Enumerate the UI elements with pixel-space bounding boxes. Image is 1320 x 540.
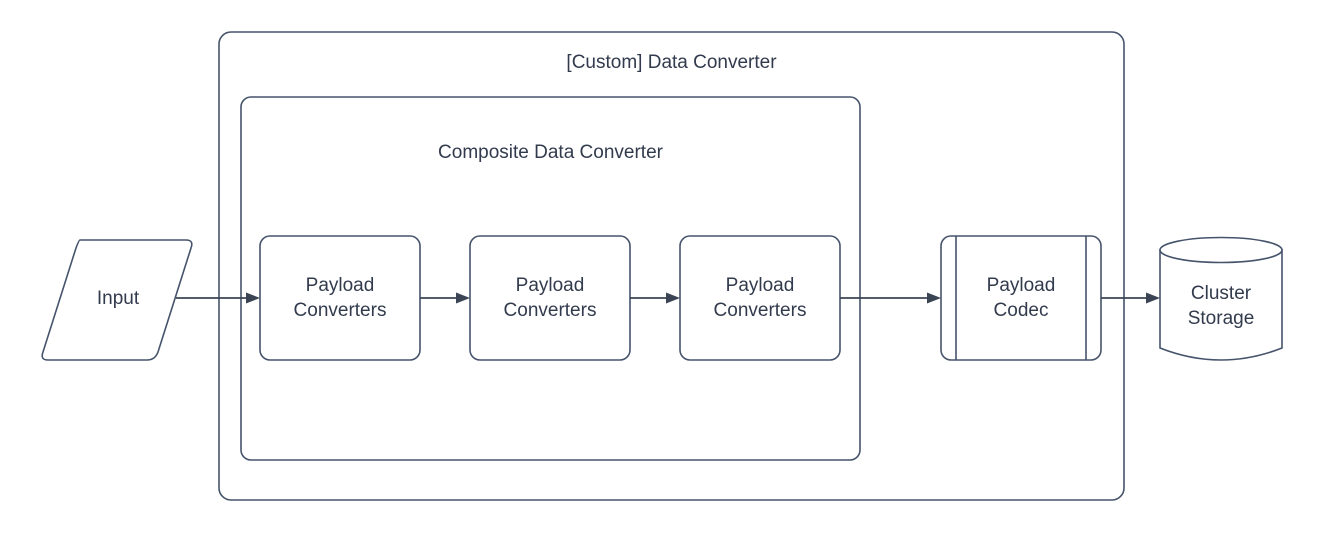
arrowhead-converter-1-to-converter-2 <box>456 292 470 304</box>
node-payload-converters-2-shape[interactable] <box>469 235 631 361</box>
node-payload-converters-3-shape[interactable] <box>679 235 841 361</box>
arrowhead-codec-to-storage <box>1146 292 1160 304</box>
arrowhead-converter-2-to-converter-3 <box>666 292 680 304</box>
arrowhead-converter-3-to-codec <box>927 292 941 304</box>
node-input-shape[interactable] <box>41 239 193 361</box>
node-cluster-storage-top-cap <box>1159 236 1283 264</box>
node-cluster-storage-body[interactable] <box>1159 249 1283 361</box>
arrowhead-input-to-converter-1 <box>246 292 260 304</box>
node-payload-codec-shape[interactable] <box>940 235 1102 361</box>
node-payload-converters-1-shape[interactable] <box>259 235 421 361</box>
